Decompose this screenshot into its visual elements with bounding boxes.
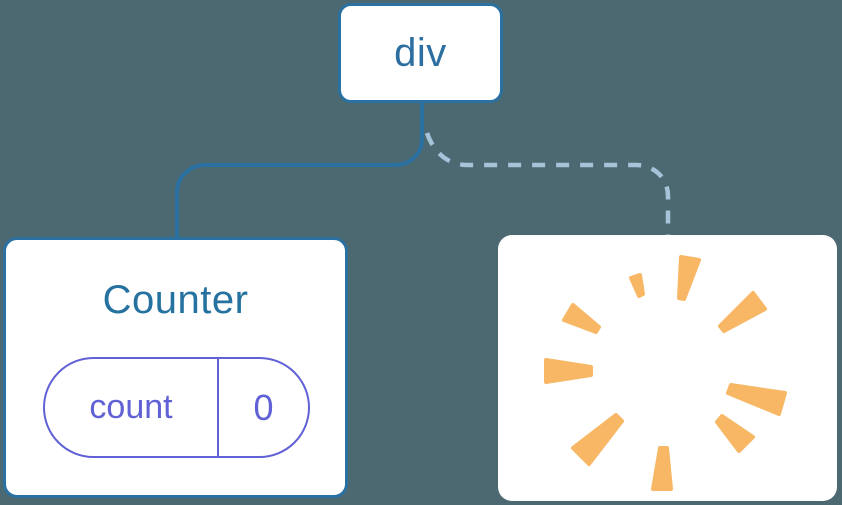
counter-node: Counter count 0 [3,237,348,498]
poof-ray [544,358,593,384]
poof-icon [544,255,787,491]
poof-ray [718,291,767,333]
edge-dashed [424,132,671,235]
poof-ray [651,446,673,491]
counter-node-title: Counter [102,278,249,322]
root-node-label: div [394,30,447,75]
edge-solid [175,101,424,239]
state-name-label: count [45,359,219,456]
poof-ray [571,413,624,466]
poof-ray [562,303,601,334]
poof-ray [677,255,701,301]
state-value-label: 0 [253,386,274,428]
poof-ray [715,414,755,453]
removed-node [498,235,837,501]
poof-ray [726,383,787,416]
root-node-div: div [338,3,503,103]
state-pill: count 0 [43,357,310,458]
poof-ray [629,273,645,298]
